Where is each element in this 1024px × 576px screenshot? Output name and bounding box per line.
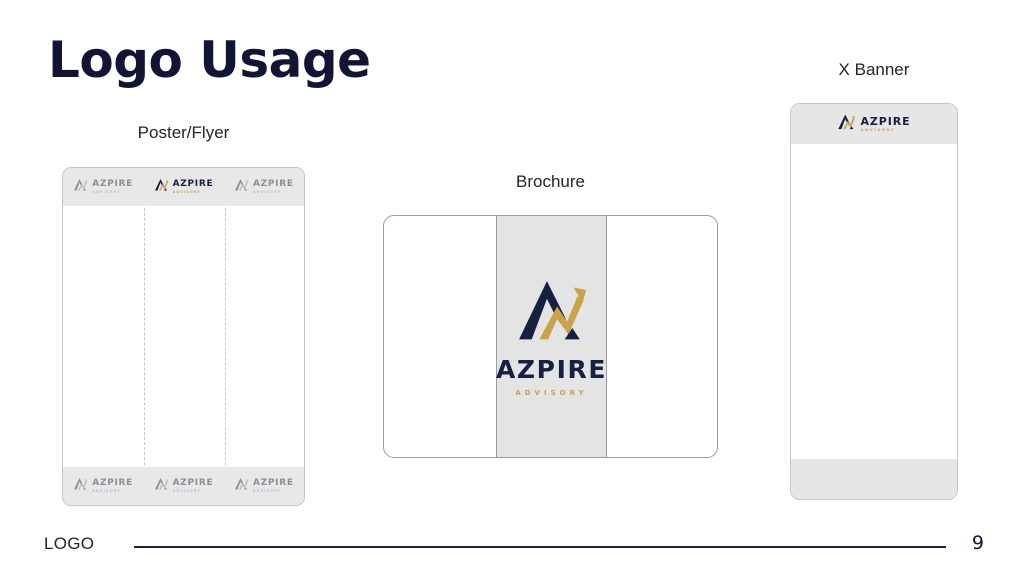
brand-name: AZPIRE [860, 114, 911, 128]
azpire-logo-lockup: AZPIRE ADVISORY [154, 178, 214, 196]
brand-tagline: ADVISORY [92, 488, 121, 493]
brand-tagline: ADVISORY [860, 127, 896, 133]
azpire-wordmark-group: AZPIRE ADVISORY [173, 180, 214, 194]
brand-name: AZPIRE [172, 478, 214, 489]
azpire-logo-lockup: AZPIRE ADVISORY [73, 178, 133, 196]
brochure-caption: Brochure [516, 172, 585, 191]
brand-tagline: ADVISORY [252, 189, 282, 194]
xbanner-top-band: AZPIRE ADVISORY [791, 104, 957, 144]
azpire-arrow-mark-icon [234, 477, 249, 495]
azpire-wordmark-group: AZPIRE ADVISORY [173, 479, 214, 493]
azpire-arrow-mark-icon [154, 178, 169, 196]
brand-name: AZPIRE [92, 478, 134, 489]
footer-label: LOGO [44, 534, 95, 553]
poster-fold-guide-right [225, 168, 226, 505]
azpire-wordmark-group: AZPIRE ADVISORY [860, 116, 910, 132]
brand-tagline: ADVISORY [172, 189, 201, 194]
page-number: 9 [971, 532, 984, 554]
brand-name: AZPIRE [252, 478, 294, 489]
azpire-wordmark-group: AZPIRE ADVISORY [92, 479, 133, 493]
poster-top-cell-3: AZPIRE ADVISORY [224, 178, 304, 196]
brand-name: AZPIRE [92, 179, 134, 190]
brand-name: AZPIRE [252, 179, 294, 190]
poster-fold-guide-left [144, 168, 145, 505]
azpire-logo-lockup: AZPIRE ADVISORY [496, 276, 607, 397]
azpire-logo-lockup: AZPIRE ADVISORY [73, 477, 133, 495]
poster-top-cell-1: AZPIRE ADVISORY [63, 178, 143, 196]
page-title: Logo Usage [48, 31, 371, 89]
poster-bottom-cell-2: AZPIRE ADVISORY [143, 477, 223, 495]
brand-name: AZPIRE [172, 179, 214, 190]
azpire-arrow-mark-icon [837, 113, 856, 135]
brochure-center-panel: AZPIRE ADVISORY [496, 216, 607, 457]
azpire-wordmark-group: AZPIRE ADVISORY [253, 180, 294, 194]
azpire-logo-lockup: AZPIRE ADVISORY [234, 477, 294, 495]
xbanner-bottom-band [791, 459, 957, 499]
azpire-arrow-mark-icon [514, 276, 590, 347]
brochure-mockup: AZPIRE ADVISORY [383, 215, 718, 458]
poster-top-cell-2: AZPIRE ADVISORY [143, 178, 223, 196]
poster-caption: Poster/Flyer [137, 123, 230, 142]
brand-tagline: ADVISORY [515, 389, 588, 397]
footer-divider [134, 546, 946, 548]
azpire-arrow-mark-icon [73, 477, 88, 495]
azpire-wordmark-group: AZPIRE ADVISORY [253, 479, 294, 493]
brand-name: AZPIRE [495, 355, 608, 384]
x-banner-mockup: AZPIRE ADVISORY [790, 103, 958, 500]
brand-tagline: ADVISORY [252, 488, 282, 493]
poster-flyer-mockup: AZPIRE ADVISORY [62, 167, 305, 506]
poster-bottom-cell-3: AZPIRE ADVISORY [224, 477, 304, 495]
poster-bottom-band: AZPIRE ADVISORY [63, 467, 304, 505]
poster-top-band: AZPIRE ADVISORY [63, 168, 304, 206]
azpire-wordmark-group: AZPIRE ADVISORY [92, 180, 133, 194]
xbanner-caption: X Banner [838, 60, 910, 79]
azpire-arrow-mark-icon [234, 178, 249, 196]
poster-bottom-cell-1: AZPIRE ADVISORY [63, 477, 143, 495]
brand-tagline: ADVISORY [92, 189, 121, 194]
azpire-logo-lockup: AZPIRE ADVISORY [837, 113, 910, 135]
azpire-arrow-mark-icon [154, 477, 169, 495]
azpire-logo-lockup: AZPIRE ADVISORY [154, 477, 214, 495]
azpire-arrow-mark-icon [73, 178, 88, 196]
brand-tagline: ADVISORY [172, 488, 201, 493]
azpire-logo-lockup: AZPIRE ADVISORY [234, 178, 294, 196]
